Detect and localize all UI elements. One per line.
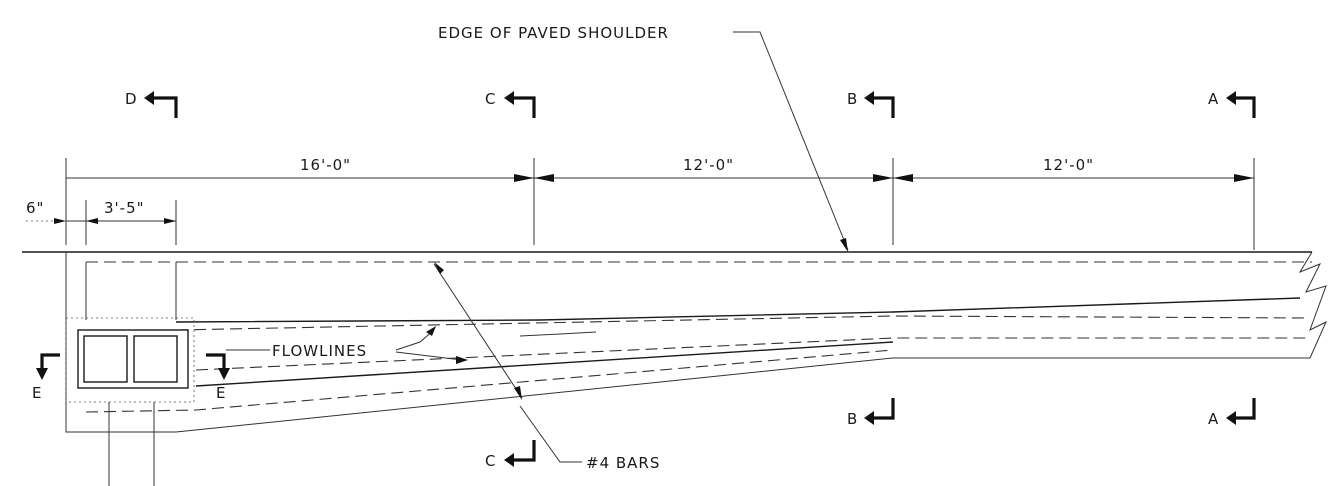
section-marker-e-left: E (32, 353, 60, 402)
svg-text:D: D (125, 90, 138, 108)
section-marker-d-top: D (125, 90, 178, 118)
section-marker-e-right: E (206, 353, 230, 402)
flowlines-label: FLOWLINES (272, 342, 367, 360)
svg-text:A: A (1208, 410, 1219, 428)
flowlines-leader (226, 326, 597, 364)
drop-inlet-box (65, 317, 195, 486)
bars-label: #4 BARS (586, 454, 660, 472)
svg-text:B: B (847, 410, 858, 428)
section-marker-c-top: C (485, 90, 536, 118)
svg-text:A: A (1208, 90, 1219, 108)
dimension-3ft-5in: 3'-5" (104, 199, 145, 217)
edge-of-paved-shoulder-label: EDGE OF PAVED SHOULDER (438, 24, 669, 42)
channel-outline (65, 251, 1328, 433)
svg-text:E: E (32, 384, 42, 402)
section-marker-a-top: A (1208, 90, 1256, 118)
svg-text:E: E (216, 384, 226, 402)
dimension-16ft: 16'-0" (300, 156, 351, 174)
svg-text:C: C (485, 90, 496, 108)
bars-leader (433, 262, 582, 463)
small-dimension-lines (26, 200, 177, 245)
section-marker-b-top: B (847, 90, 895, 118)
dimension-12ft-b: 12'-0" (1043, 156, 1094, 174)
svg-text:C: C (485, 452, 496, 470)
section-marker-b-bottom: B (847, 398, 895, 428)
edge-of-paved-shoulder-leader (733, 31, 849, 252)
section-marker-c-bottom: C (485, 440, 536, 470)
dimension-6in: 6" (26, 199, 44, 217)
dimension-12ft-a: 12'-0" (683, 156, 734, 174)
svg-text:B: B (847, 90, 858, 108)
main-dimension-line (65, 158, 1255, 250)
section-marker-a-bottom: A (1208, 398, 1256, 428)
